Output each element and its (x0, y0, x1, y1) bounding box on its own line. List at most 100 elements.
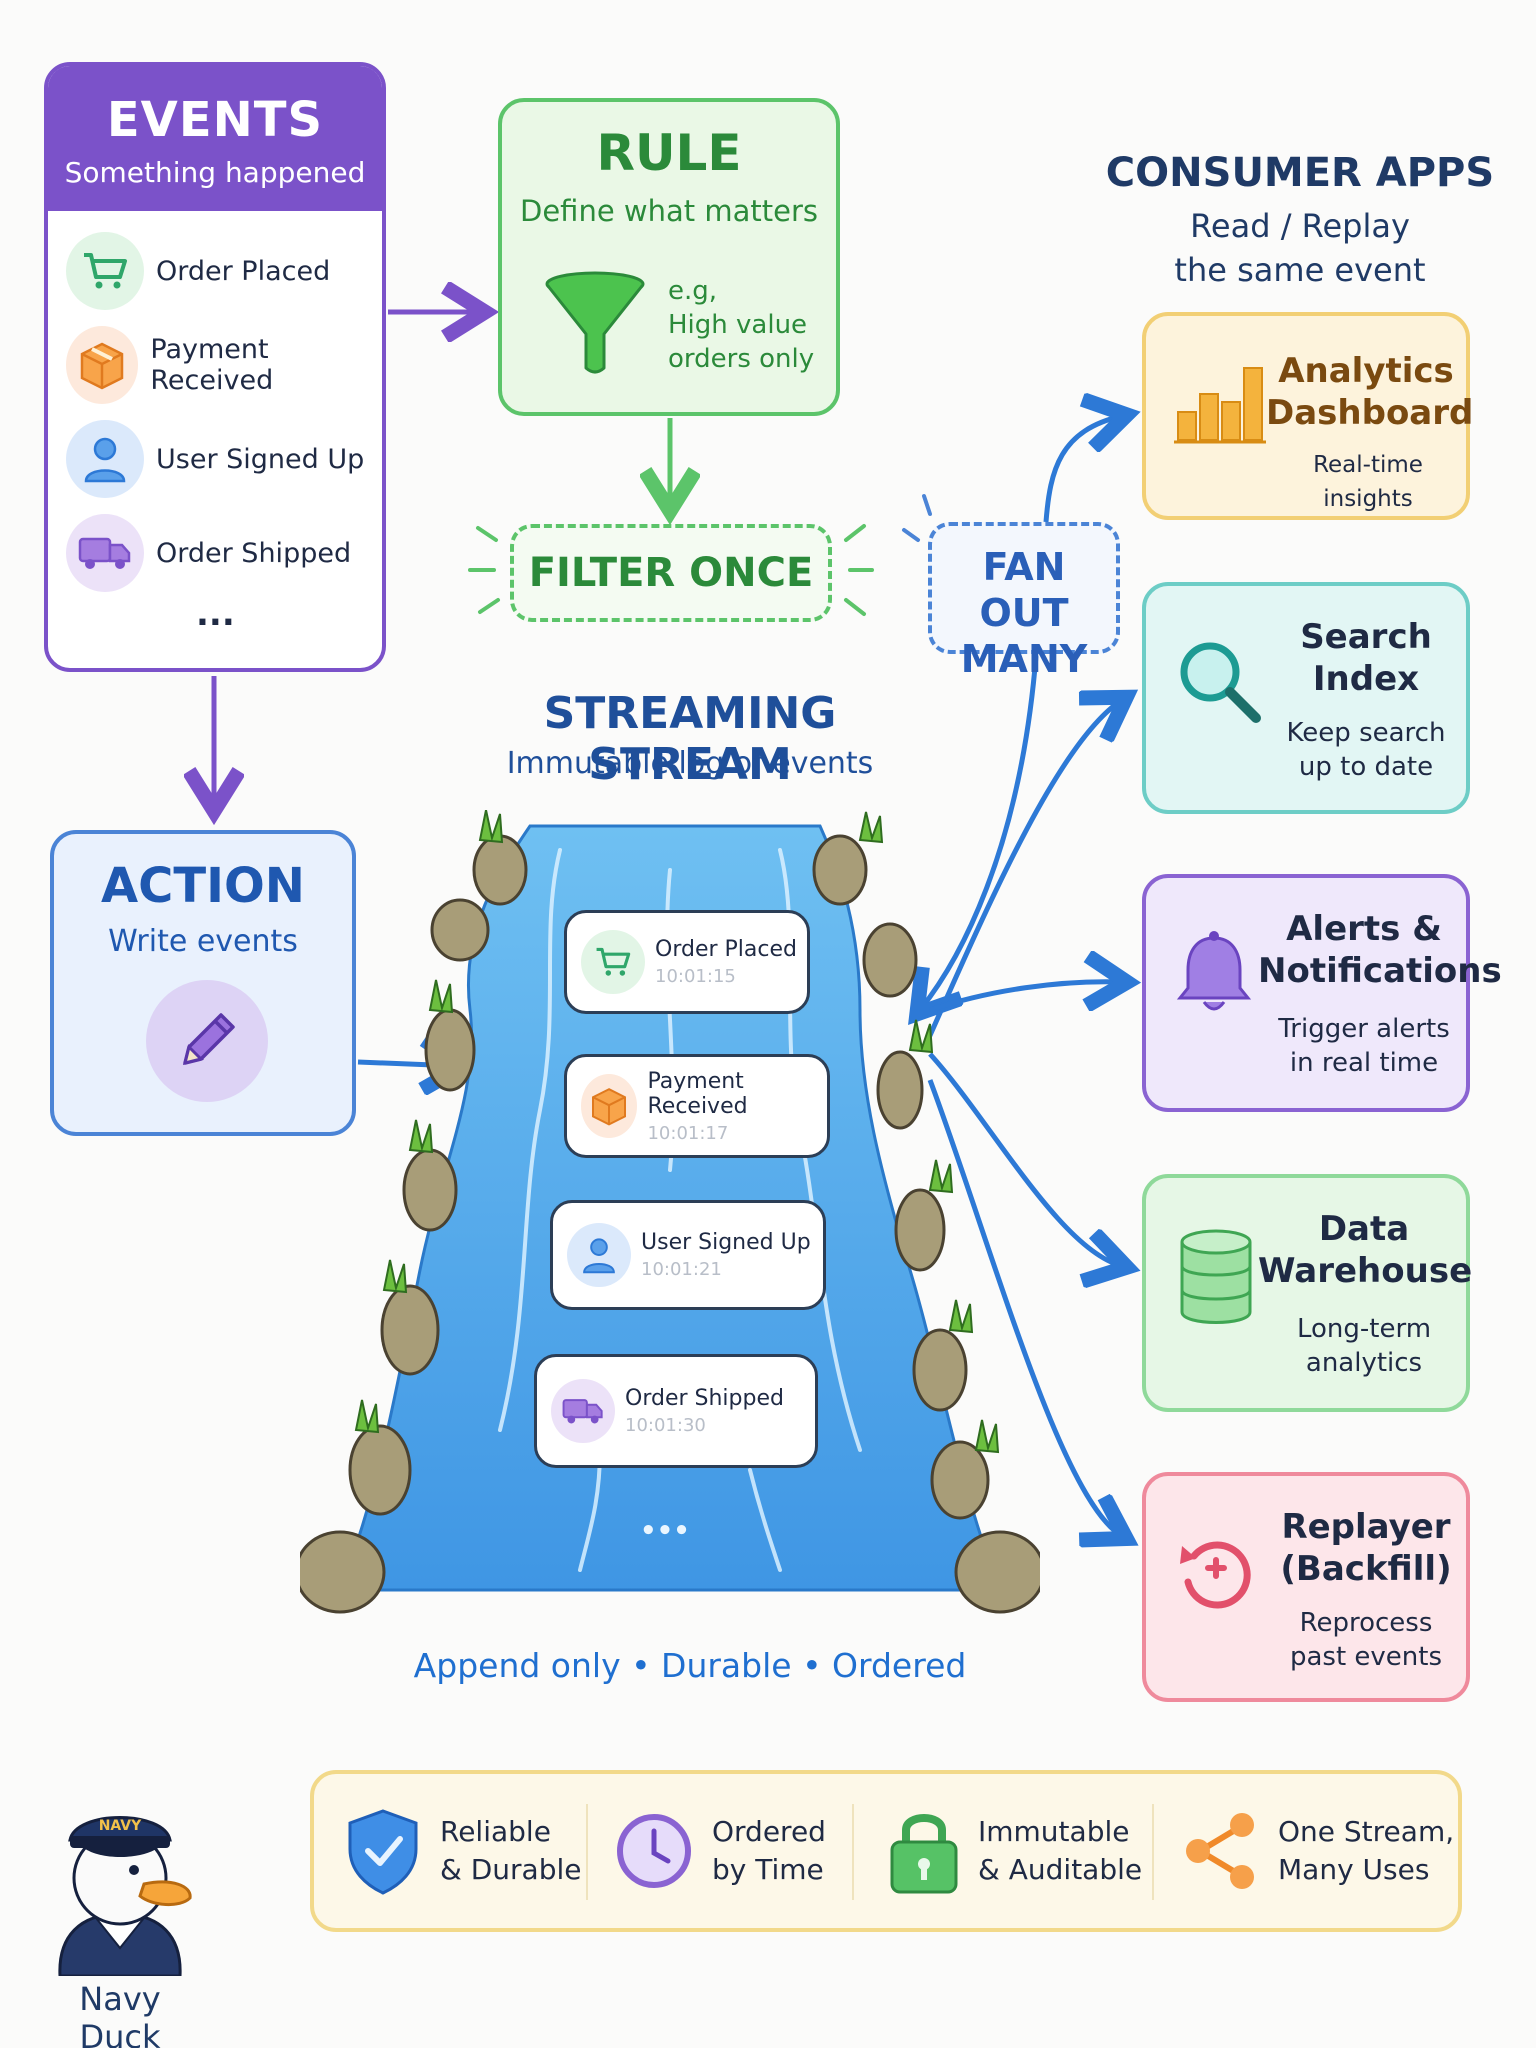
app-desc-line: Long-term (1296, 1314, 1432, 1344)
app-name-line: Notifications (1258, 951, 1502, 991)
events-item-order-placed: Order Placed (66, 232, 330, 310)
lock-icon (890, 1814, 958, 1894)
truck-icon (66, 514, 144, 592)
app-name: Search Index (1266, 616, 1466, 700)
stream-event-label: Payment Received (647, 1068, 748, 1119)
rule-example-line: e.g, (668, 276, 718, 306)
events-subtitle: Something happened (64, 156, 366, 189)
app-name-line: Alerts & (1286, 909, 1442, 949)
app-desc-line: Trigger alerts (1278, 1014, 1450, 1044)
app-desc: Reprocess past events (1262, 1606, 1470, 1674)
app-desc-line: Keep search (1286, 718, 1446, 748)
feature-label-line: Reliable (440, 1815, 551, 1848)
app-alerts-notifications: Alerts & Notifications Trigger alerts in… (1142, 874, 1502, 1112)
feature-label: Ordered by Time (712, 1813, 826, 1889)
cart-icon (581, 930, 645, 994)
user-icon (66, 420, 144, 498)
events-item-label: Payment Received (150, 334, 274, 396)
rule-example-line: High value (668, 310, 808, 340)
app-name-line: Index (1312, 659, 1420, 699)
app-name: Data Warehouse (1258, 1208, 1473, 1292)
feature-divider (852, 1804, 854, 1900)
app-name-line: Replayer (1281, 1507, 1451, 1547)
funnel-icon (545, 271, 645, 374)
app-data-warehouse: Data Warehouse Long-term analytics (1142, 1174, 1473, 1412)
stream-event-label: User Signed Up (641, 1230, 811, 1255)
events-item-order-shipped: Order Shipped (66, 514, 351, 592)
app-name-line: Analytics (1278, 351, 1454, 391)
app-desc-line: in real time (1289, 1048, 1439, 1078)
box-icon (66, 326, 139, 404)
app-search-index: Search Index Keep search up to date (1142, 582, 1470, 814)
stream-properties: Append only • Durable • Ordered (413, 1646, 967, 1685)
stream-event-label: Order Shipped (625, 1386, 784, 1411)
database-icon (1180, 1229, 1252, 1324)
hat-text: NAVY (99, 1818, 142, 1834)
events-item-payment-received: Payment Received (66, 326, 382, 404)
feature-label: Reliable & Durable (440, 1813, 582, 1889)
rule-example: e.g, High value orders only (668, 274, 838, 376)
feature-label: Immutable & Auditable (978, 1813, 1142, 1889)
stream-event-text: Payment Received 10:01:17 (647, 1069, 827, 1144)
stream-event-time: 10:01:21 (641, 1259, 722, 1280)
clock-icon (617, 1814, 691, 1888)
app-desc-line: past events (1289, 1642, 1443, 1672)
events-item-label: User Signed Up (156, 443, 365, 475)
consumers-title: CONSUMER APPS (1105, 150, 1495, 196)
truck-icon (551, 1379, 615, 1443)
consumers-subtitle-line: Read / Replay (1190, 207, 1410, 245)
stream-event-text: User Signed Up 10:01:21 (641, 1230, 811, 1280)
app-desc-line: Real-time insights (1313, 452, 1423, 512)
fan-out-line: FAN OUT (979, 545, 1069, 635)
feature-divider (586, 1804, 588, 1900)
stream-event-payment-received: Payment Received 10:01:17 (564, 1054, 830, 1158)
consumers-subtitle-line: the same event (1174, 251, 1426, 289)
app-desc: Long-term analytics (1258, 1312, 1470, 1380)
feature-label-line: & Auditable (978, 1853, 1143, 1886)
app-analytics-dashboard: Analytics Dashboard Real-time insights (1142, 312, 1473, 520)
feature-reliable-durable: Reliable & Durable (344, 1774, 582, 1928)
feature-label-line: One Stream, (1278, 1815, 1455, 1848)
feature-one-stream-many-uses: One Stream, Many Uses (1180, 1774, 1454, 1928)
filter-sparkles (468, 524, 874, 616)
events-title: EVENTS (106, 92, 324, 148)
stream-event-text: Order Shipped 10:01:30 (625, 1386, 784, 1436)
rule-example-line: orders only (668, 344, 815, 374)
events-card: EVENTS Something happened Order Placed P… (44, 62, 386, 672)
feature-label-line: by Time (712, 1853, 824, 1886)
app-name-line: Warehouse (1258, 1251, 1473, 1291)
navy-duck-mascot: NAVY (58, 1816, 192, 1976)
stream-event-order-placed: Order Placed 10:01:15 (564, 910, 810, 1014)
feature-label-line: & Durable (440, 1853, 582, 1886)
stream-title: STREAMING STREAM (543, 688, 837, 790)
stream-event-time: 10:01:17 (647, 1122, 729, 1144)
stream-more: ••• (640, 1516, 690, 1546)
magnifier-icon (1180, 642, 1261, 723)
stream-event-text: Order Placed 10:01:15 (655, 937, 797, 987)
stream-event-time: 10:01:15 (655, 966, 736, 987)
app-name: Replayer (Backfill) (1262, 1506, 1470, 1590)
consumers-subtitle: Read / Replay the same event (1100, 204, 1500, 292)
feature-label-line: Immutable (978, 1815, 1130, 1848)
feature-divider (1152, 1804, 1154, 1900)
app-name-line: Data (1318, 1209, 1410, 1249)
bar-chart-icon (1174, 367, 1266, 444)
user-icon (567, 1223, 631, 1287)
app-desc: Trigger alerts in real time (1258, 1012, 1470, 1080)
app-desc-line: up to date (1298, 752, 1434, 782)
app-name: Analytics Dashboard (1266, 350, 1473, 434)
app-desc: Real-time insights (1270, 448, 1466, 516)
app-name: Alerts & Notifications (1258, 908, 1502, 992)
action-title: ACTION (101, 858, 305, 914)
mascot-label: Navy Duck (79, 1980, 161, 2048)
bell-icon (1176, 931, 1252, 1011)
fan-out-line: MANY (960, 637, 1088, 681)
filter-once-badge: FILTER ONCE (510, 524, 832, 622)
cart-icon (66, 232, 144, 310)
box-icon (581, 1074, 638, 1138)
app-replayer-backfill: Replayer (Backfill) Reprocess past event… (1142, 1472, 1470, 1702)
events-item-user-signed-up: User Signed Up (66, 420, 364, 498)
shield-icon (348, 1809, 418, 1895)
features-bar: Reliable & Durable Ordered by Time Immut… (310, 1770, 1462, 1932)
